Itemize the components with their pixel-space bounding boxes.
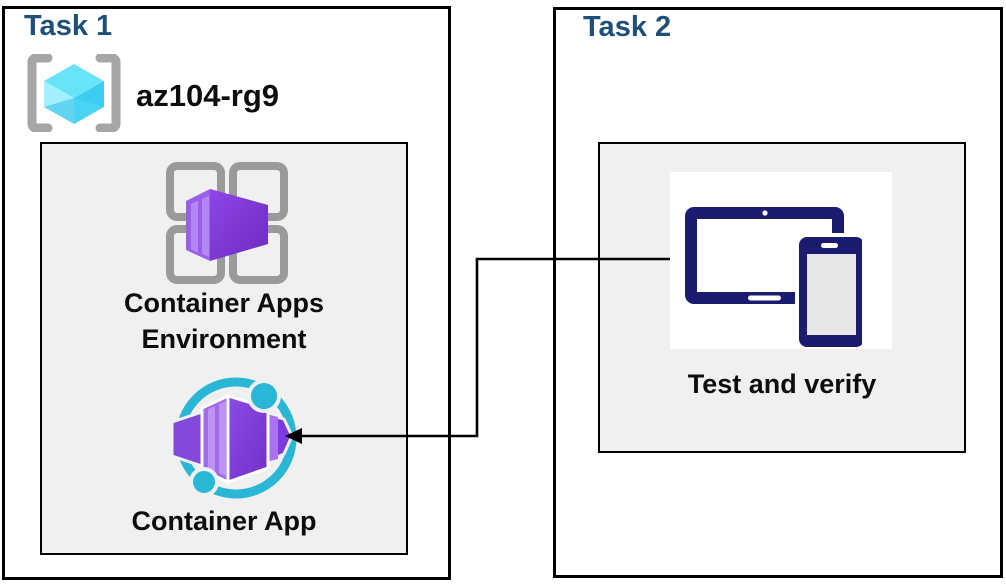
devices-icon <box>676 202 868 357</box>
task2-title: Task 2 <box>583 11 672 43</box>
task1-panel: Container Apps Environment <box>40 142 408 555</box>
test-and-verify-label: Test and verify <box>687 369 877 399</box>
device-icon-backdrop <box>670 172 892 349</box>
resource-group-icon <box>26 53 122 137</box>
resource-group-row: az104-rg9 <box>26 53 280 137</box>
container-app-label: Container App <box>131 506 317 536</box>
resource-group-name: az104-rg9 <box>136 77 280 113</box>
container-apps-environment-icon <box>162 160 292 291</box>
environment-label-line2: Environment <box>141 324 307 354</box>
container-app-icon <box>166 370 306 515</box>
environment-label: Container Apps Environment <box>42 285 406 357</box>
task1-title: Task 1 <box>24 10 113 42</box>
environment-label-line1: Container Apps <box>123 288 324 318</box>
task2-panel: Test and verify <box>598 142 966 453</box>
